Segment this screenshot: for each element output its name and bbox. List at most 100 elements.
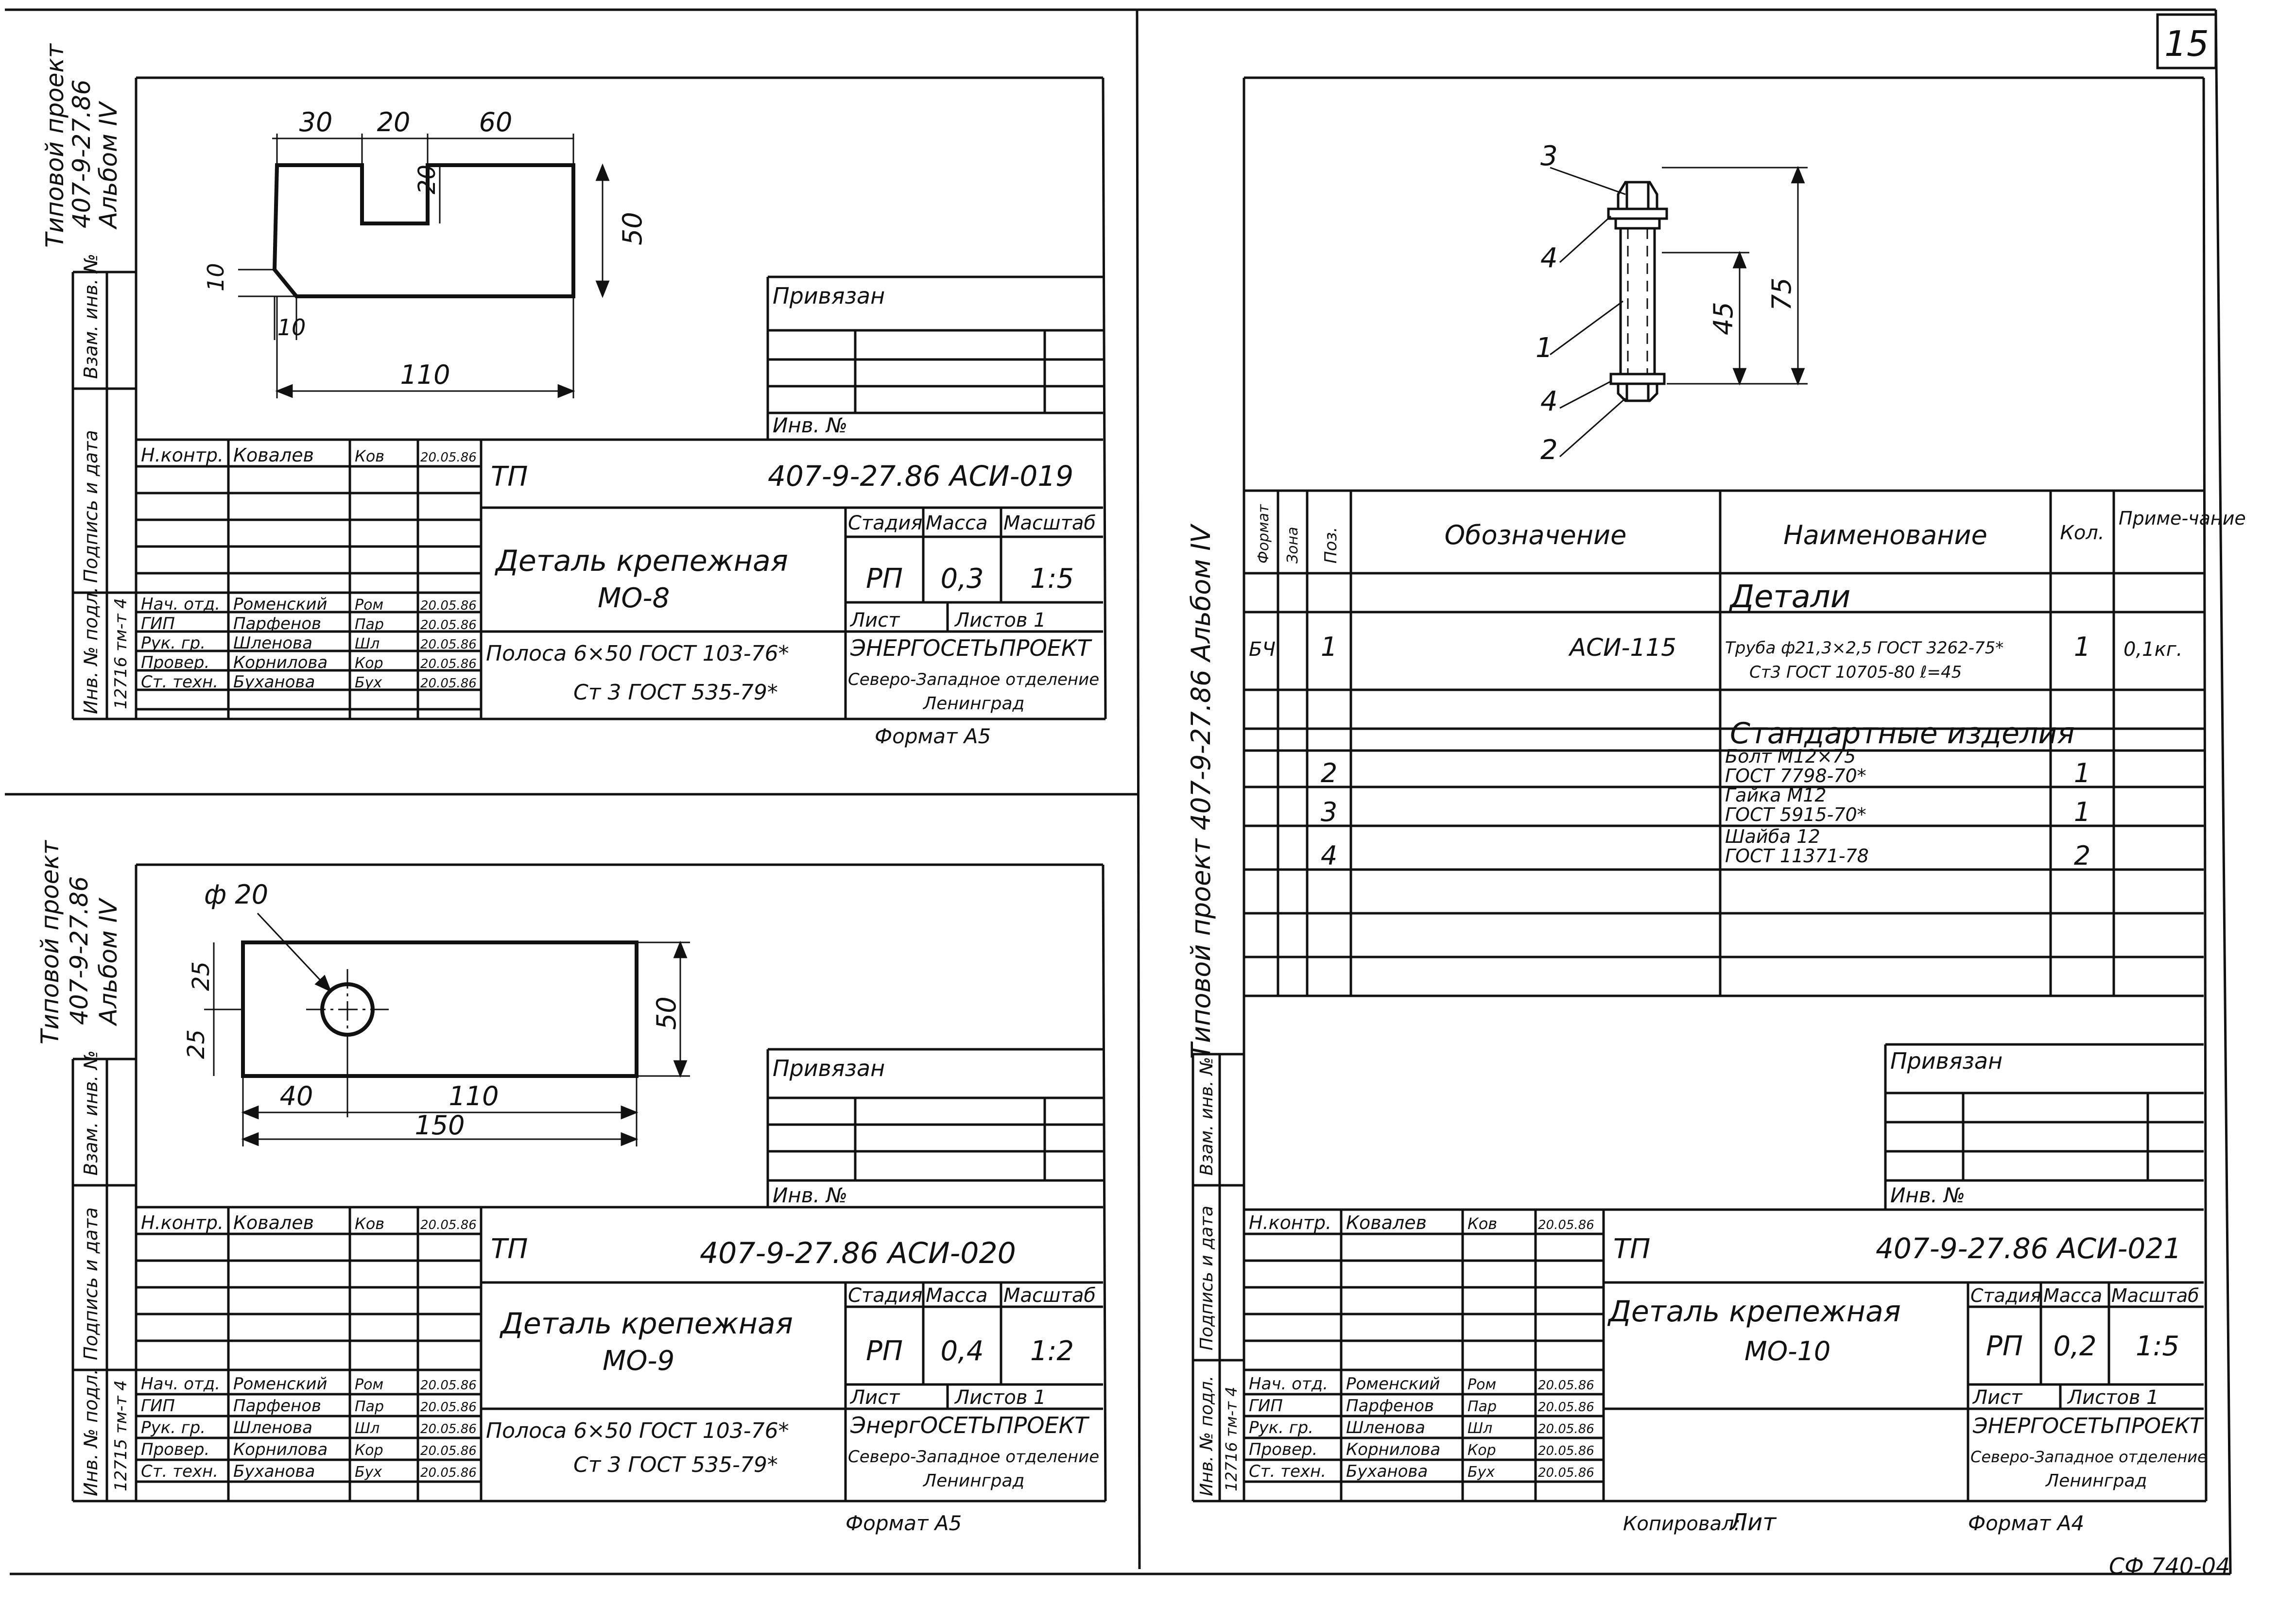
title-line2: МО-8 [598, 582, 670, 614]
signer-name: Роменский [233, 1374, 328, 1394]
signer-date: 20.05.86 [420, 618, 477, 632]
part-outline-mo8 [272, 163, 575, 298]
spec-row-name-line2: Ст3 ГОСТ 10705-80 ℓ=45 [1749, 663, 1962, 682]
document-code: 407-9-27.86 АСИ-019 [768, 460, 1073, 493]
signer-role: ГИП [141, 614, 175, 633]
spec-section-standard: Стандартные изделия [1730, 717, 2074, 751]
signer-role: Н.контр. [141, 444, 224, 466]
spec-row-name-line2: ГОСТ 5915-70* [1725, 804, 1866, 825]
signer-sign: Ков [355, 1214, 384, 1233]
side-col-inv: Взам. инв. № [80, 1050, 102, 1176]
dim-50: 50 [651, 996, 682, 1030]
material-line1: Полоса 6×50 ГОСТ 103-76* [486, 641, 789, 666]
signer-date: 20.05.86 [1538, 1444, 1594, 1458]
signer-name: Ковалев [233, 1212, 314, 1233]
spec-rows: БЧ 1 АСИ-115 Труба ф21,3×2,5 ГОСТ 3262-7… [1249, 632, 2183, 871]
inv-label: Инв. № [773, 1183, 847, 1207]
side-col-invpodl: Инв. № подл. [80, 1369, 102, 1496]
signer-name: Ковалев [233, 444, 314, 466]
copier-signature: Лит [1729, 1509, 1777, 1536]
signer-role: ГИП [141, 1396, 175, 1416]
privyazan-label: Привязан [773, 283, 885, 309]
document-code: 407-9-27.86 АСИ-020 [700, 1236, 1016, 1270]
sheets-label: Листов 1 [2067, 1386, 2159, 1409]
signers-table: Н.контр. Ковалев Ков 20.05.86 Нач. отд. … [141, 444, 477, 692]
scale-header: Масштаб [1003, 1284, 1096, 1307]
dim-30: 30 [299, 107, 333, 137]
sheets-label: Листов 1 [954, 609, 1046, 632]
spec-row-qty: 1 [2074, 632, 2090, 662]
stage-header: Стадия [848, 512, 922, 534]
signer-date: 20.05.86 [420, 1422, 477, 1436]
signer-sign: Кор [1467, 1442, 1496, 1459]
signer-role: Ст. техн. [1249, 1462, 1326, 1481]
tp-label: ТП [1613, 1233, 1650, 1265]
signer-date: 20.05.86 [1538, 1466, 1594, 1480]
callout-2: 2 [1540, 434, 1558, 466]
signer-role: Ст. техн. [141, 672, 218, 692]
org-line3: Ленинград [922, 694, 1024, 714]
dim-phi20: ф 20 [204, 879, 268, 910]
signer-date: 20.05.86 [420, 1218, 477, 1232]
mass-header: Масса [926, 512, 988, 534]
signer-name: Ковалев [1346, 1212, 1427, 1233]
bolt-assembly [1607, 181, 1668, 402]
signer-role: Н.контр. [141, 1212, 224, 1233]
right-drawing: Типовой проект 407-9-27.86 Альбом IV Вза… [1186, 76, 2246, 1535]
material-line1: Полоса 6×50 ГОСТ 103-76* [486, 1418, 789, 1443]
signer-role: Рук. гр. [141, 633, 206, 653]
signer-name: Шленова [1346, 1418, 1425, 1437]
dim-20-vertical: 20 [414, 165, 441, 194]
album-side-line3: Альбом IV [94, 101, 122, 230]
inv-label: Инв. № [1890, 1183, 1965, 1207]
privyazan-label: Привязан [1890, 1048, 2003, 1074]
scale-header: Масштаб [2111, 1285, 2199, 1306]
spec-header-note: Приме-чание [2119, 508, 2246, 529]
signer-date: 20.05.86 [1538, 1400, 1594, 1415]
inv-label: Инв. № [773, 413, 847, 437]
dim-110: 110 [449, 1081, 499, 1111]
spec-row-name-line2: ГОСТ 7798-70* [1725, 765, 1866, 786]
side-col-inv: Взам. инв. № [1197, 1057, 1217, 1176]
signer-name: Корнилова [233, 1440, 328, 1459]
spec-section-details: Детали [1728, 579, 1850, 615]
org-line3: Ленинград [2045, 1471, 2147, 1491]
privyazan-label: Привязан [773, 1055, 885, 1081]
spec-row-format: БЧ [1249, 638, 1276, 661]
album-side-line1: Типовой проект [41, 43, 69, 248]
mass-header: Масса [2043, 1285, 2102, 1306]
spec-row-pos: 4 [1321, 840, 1337, 871]
callout-3: 3 [1540, 140, 1558, 172]
signer-name: Роменский [233, 595, 328, 614]
side-col-number: 12716 тм-т 4 [1222, 1387, 1241, 1491]
spec-row-pos: 3 [1321, 797, 1337, 827]
signer-date: 20.05.86 [420, 1400, 477, 1415]
signer-name: Парфенов [1346, 1396, 1434, 1416]
spec-header-zone: Зона [1284, 527, 1301, 564]
spec-header-format: Формат [1255, 504, 1272, 564]
signer-date: 20.05.86 [1538, 1422, 1594, 1436]
stage-header: Стадия [848, 1284, 922, 1307]
album-side-text: Типовой проект 407-9-27.86 Альбом IV [1186, 523, 1216, 1059]
spec-header-designation: Обозначение [1445, 520, 1627, 550]
mass-header: Масса [926, 1284, 988, 1307]
album-side-line2: 407-9-27.86 [65, 876, 93, 1025]
signer-sign: Ром [355, 597, 383, 614]
org-line1: ЭНЕРГОСЕТЬПРОЕКТ [850, 635, 1092, 661]
signer-sign: Шл [1467, 1420, 1492, 1437]
stage-value: РП [1986, 1331, 2023, 1362]
spec-row-pos: 2 [1321, 758, 1337, 788]
signer-date: 20.05.86 [420, 450, 477, 465]
spec-row-note: 0,1кг. [2123, 638, 2183, 661]
signer-name: Корнилова [233, 653, 328, 672]
title-line1: Деталь крепежная [1607, 1295, 1901, 1329]
stage-value: РП [866, 1335, 903, 1367]
signer-role: Провер. [141, 653, 209, 672]
scale-value: 1:5 [2136, 1331, 2179, 1362]
album-side-line3: Альбом IV [94, 897, 122, 1026]
spec-row-name-line1: Шайба 12 [1725, 826, 1820, 847]
dim-150: 150 [414, 1110, 465, 1141]
title-line2: МО-10 [1744, 1336, 1830, 1367]
dim-40: 40 [280, 1081, 313, 1111]
signer-role: Рук. гр. [141, 1418, 206, 1437]
